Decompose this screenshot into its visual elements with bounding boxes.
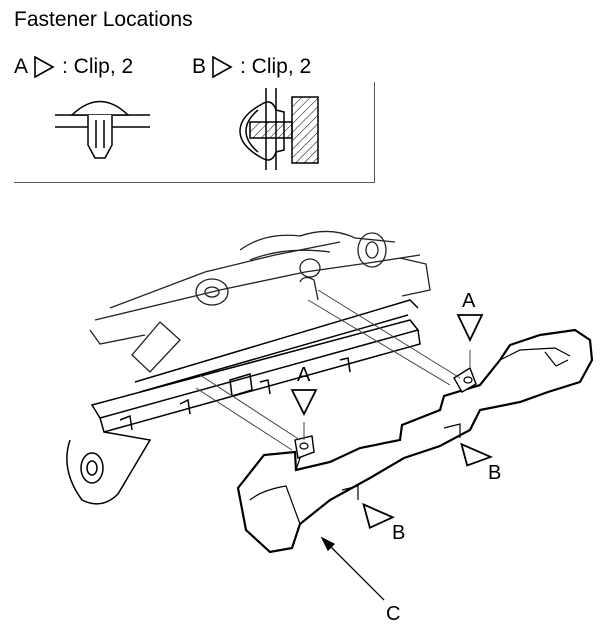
legend-item-a: A : Clip, 2	[14, 55, 133, 79]
seat-frame-outline	[89, 230, 431, 373]
legend-letter-b: B	[192, 55, 207, 78]
seat-track-cover-c	[236, 328, 594, 554]
seat-track-rail	[66, 299, 421, 505]
legend-item-b: B : Clip, 2	[192, 55, 311, 79]
alignment-lines	[195, 289, 471, 451]
leader-c	[320, 536, 385, 601]
callout-label-b-left: B	[392, 522, 406, 544]
callout-label-c: C	[386, 603, 401, 625]
triangle-pointer-icon	[460, 442, 494, 467]
triangle-pointer-icon	[456, 314, 484, 343]
triangle-pointer-icon	[212, 55, 233, 79]
triangle-pointer-icon	[34, 55, 55, 79]
clip-a-symbol	[55, 100, 150, 159]
callout-triangles	[290, 314, 494, 529]
legend-frame	[14, 82, 375, 183]
callout-label-a-left: A	[297, 364, 311, 386]
clip-b-symbol	[239, 88, 319, 170]
legend-letter-a: A	[14, 55, 29, 78]
legend-text-b: : Clip, 2	[240, 55, 312, 78]
callout-label-b-right: B	[488, 462, 502, 484]
diagram-title: Fastener Locations	[14, 8, 193, 31]
callout-label-a-right: A	[462, 290, 476, 312]
triangle-pointer-icon	[362, 502, 395, 529]
triangle-pointer-icon	[290, 389, 318, 417]
legend-text-a: : Clip, 2	[62, 55, 134, 78]
